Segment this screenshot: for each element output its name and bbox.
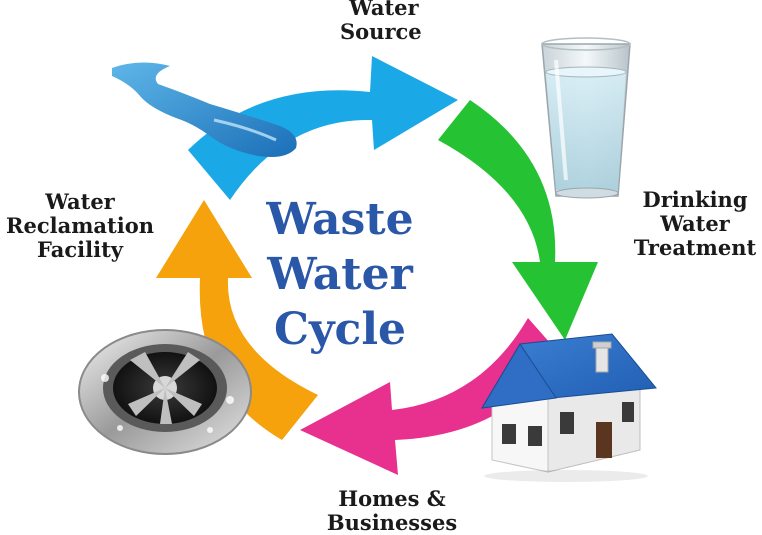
water-source-line-1: Water xyxy=(340,0,422,20)
label-water-reclamation-facility: Water Reclamation Facility xyxy=(0,190,160,262)
label-drinking-water-treatment: Drinking Water Treatment xyxy=(630,188,760,260)
reclamation-line-1: Water xyxy=(0,190,160,214)
homes-line-2: Businesses xyxy=(322,511,462,535)
diagram-title: Waste Water Cycle xyxy=(230,192,450,357)
title-line-3: Cycle xyxy=(230,302,450,357)
drain-icon xyxy=(79,330,251,454)
title-line-1: Waste xyxy=(230,192,450,247)
drinking-line-2: Water xyxy=(630,212,760,236)
drinking-line-1: Drinking xyxy=(630,188,760,212)
drinking-line-3: Treatment xyxy=(630,236,760,260)
label-homes-businesses: Homes & Businesses xyxy=(322,487,462,535)
water-source-line-2: Source xyxy=(340,20,422,44)
reclamation-line-3: Facility xyxy=(0,238,160,262)
water-glass-icon xyxy=(542,38,630,198)
homes-line-1: Homes & xyxy=(322,487,462,511)
label-water-source: Water Source xyxy=(340,0,422,44)
reclamation-line-2: Reclamation xyxy=(0,214,160,238)
title-line-2: Water xyxy=(230,247,450,302)
